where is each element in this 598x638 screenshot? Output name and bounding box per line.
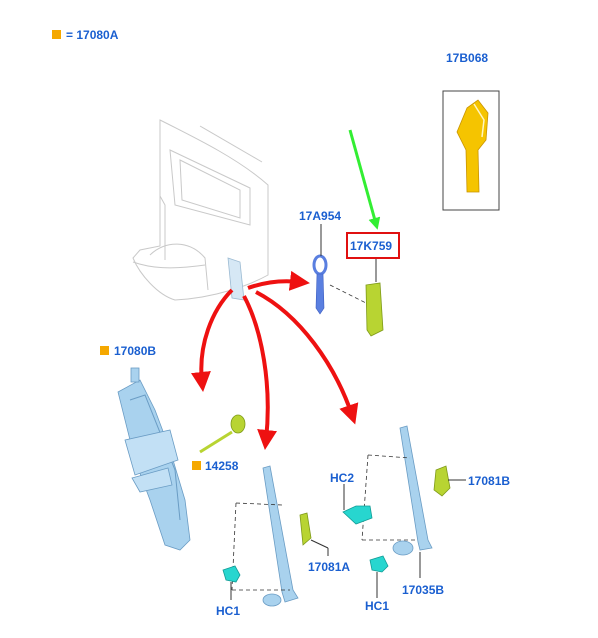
funnel-part bbox=[456, 99, 489, 193]
legend-marker-17080B-icon bbox=[100, 346, 109, 355]
label-17080B: 17080B bbox=[114, 344, 156, 358]
tow-eye-17A954: 17A954 bbox=[299, 209, 341, 315]
legend-marker-14258-icon bbox=[192, 461, 201, 470]
right-wrench-group: HC2 17081B 17035B HC1 bbox=[330, 425, 510, 613]
jack-17080B: 17080B bbox=[100, 344, 191, 551]
red-flow-arrows bbox=[190, 270, 359, 450]
red-arrow-to-jack bbox=[190, 288, 234, 392]
bracket-17K759: 17K759 bbox=[329, 232, 400, 337]
label-14258: 14258 bbox=[205, 459, 239, 473]
label-17081A: 17081A bbox=[308, 560, 350, 574]
red-arrow-to-tow-eye bbox=[247, 270, 310, 291]
inset-17B068: 17B068 bbox=[442, 51, 500, 211]
green-arrow-icon bbox=[348, 129, 381, 230]
label-hc2: HC2 bbox=[330, 471, 354, 485]
vehicle-rear-body bbox=[132, 119, 269, 301]
label-17035B: 17035B bbox=[402, 583, 444, 597]
label-17B068: 17B068 bbox=[446, 51, 488, 65]
jack-handle-14258: 14258 bbox=[192, 414, 246, 473]
left-wrench-group: 17081A HC1 bbox=[216, 465, 350, 618]
label-hc1-right: HC1 bbox=[365, 599, 389, 613]
legend-text: = 17080A bbox=[66, 28, 119, 42]
label-17A954: 17A954 bbox=[299, 209, 341, 223]
red-arrow-to-right-handle bbox=[255, 290, 359, 425]
red-arrow-to-left-handle bbox=[242, 295, 278, 450]
highlight-box-17K759 bbox=[346, 232, 400, 259]
legend-marker-icon bbox=[52, 30, 61, 39]
label-17K759: 17K759 bbox=[350, 239, 392, 253]
legend: = 17080A bbox=[52, 28, 119, 42]
label-17081B: 17081B bbox=[468, 474, 510, 488]
label-hc1-left: HC1 bbox=[216, 604, 240, 618]
